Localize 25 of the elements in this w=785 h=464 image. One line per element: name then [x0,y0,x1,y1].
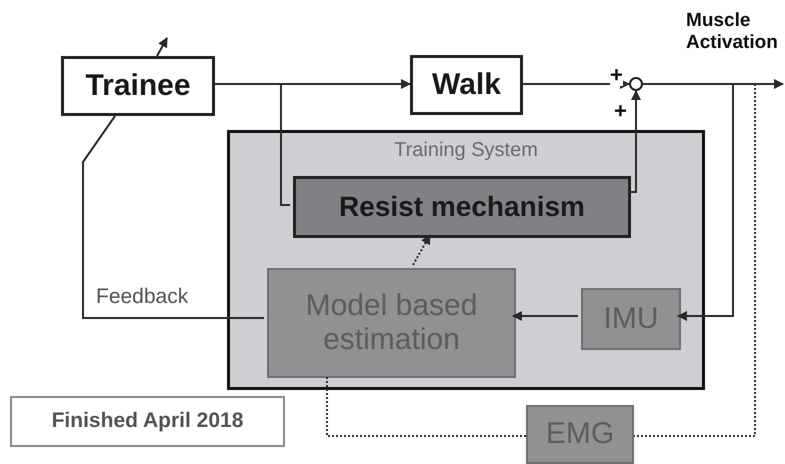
connector-line [326,375,526,437]
summing-junction [629,77,643,91]
arrow [512,311,578,321]
sensor-box [526,405,634,464]
connector-line [215,83,290,206]
box-label: Finished April 2018 [52,409,244,434]
arrow [523,79,630,89]
process-box [410,55,523,115]
panel-heading: Training System [394,139,538,162]
arrow [412,234,431,266]
sensor-box [581,288,681,350]
process-box [61,56,215,116]
arrow [628,90,641,193]
connector-line [82,115,264,319]
process-box [267,268,516,378]
arrow [156,37,168,56]
connector-line [634,83,756,437]
note-box [10,396,285,447]
box-label: Resist mechanism [339,190,585,224]
signal-label: Muscle Activation [686,10,779,54]
system-panel [227,130,705,390]
box-label: Walk [432,68,501,102]
arrow [643,83,734,321]
box-label: Trainee [85,68,191,104]
process-box [293,176,631,238]
